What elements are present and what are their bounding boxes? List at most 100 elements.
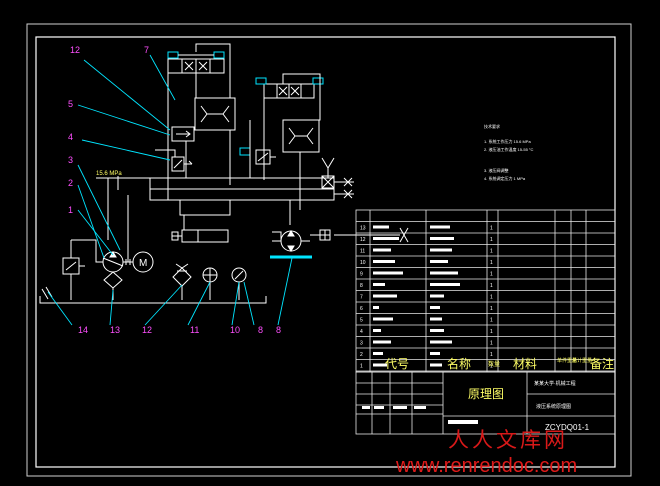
- note-line-2: 2. 液压油工作温度 15-55 °C: [484, 146, 533, 152]
- callout-13: 13: [110, 325, 120, 335]
- row-code-cell: [373, 237, 399, 240]
- throttle-valve-5: [171, 126, 195, 142]
- row-code-cell: [373, 363, 387, 367]
- callout-9: 8: [258, 325, 263, 335]
- row-name-cell: [430, 260, 448, 263]
- watermark-url: www.renrendoc.com: [396, 455, 578, 477]
- notes-title: 技术要求: [484, 123, 500, 129]
- valve-stack-left: [155, 43, 236, 200]
- row-code-cell: [373, 271, 403, 275]
- header-unit-weight: 单件重量: [557, 357, 577, 364]
- row-code-cell: [373, 248, 391, 252]
- header-total-weight: 总计重量: [572, 357, 592, 364]
- callout-7: 7: [144, 45, 149, 55]
- outer-sheet-border: [26, 23, 632, 477]
- hydraulic-cylinder: [171, 229, 229, 243]
- row-number: 4: [360, 329, 363, 335]
- note-line-3: 3. 液压阀调整: [484, 167, 508, 173]
- filter-1: [103, 271, 123, 289]
- row-number: 5: [360, 318, 363, 324]
- header-remark: 备注: [590, 356, 614, 371]
- callout-8: 8: [276, 325, 281, 335]
- row-number: 10: [360, 260, 366, 266]
- header-qty: 数量: [488, 360, 500, 368]
- row-qty: 1: [490, 249, 493, 255]
- table-row: 13 1: [360, 225, 493, 232]
- callout-1: 1: [68, 205, 73, 215]
- row-qty: 1: [490, 352, 493, 358]
- row-code-cell: [373, 352, 383, 355]
- oil-tank: [39, 263, 267, 304]
- hydraulic-lock-right: [282, 119, 320, 153]
- row-qty: 1: [490, 329, 493, 335]
- row-qty: 1: [490, 295, 493, 301]
- row-name-cell: [430, 248, 452, 252]
- row-code-cell: [373, 260, 395, 263]
- parts-list-table: [355, 209, 616, 373]
- note-line-1: 1. 系统工作压力 15.6 MPa: [484, 138, 531, 144]
- technical-notes: 技术要求 1. 系统工作压力 15.6 MPa 2. 液压油工作温度 15-55…: [484, 123, 533, 181]
- title-block: [355, 371, 616, 435]
- callout-10: 10: [230, 325, 240, 335]
- row-number: 1: [360, 364, 363, 370]
- callout-5: 5: [68, 99, 73, 109]
- drawing-title: 原理图: [468, 387, 504, 401]
- row-name-cell: [430, 225, 450, 229]
- row-code-cell: [373, 225, 389, 229]
- row-code-cell: [373, 340, 391, 344]
- row-number: 6: [360, 306, 363, 312]
- row-number: 3: [360, 341, 363, 347]
- callout-4: 4: [68, 132, 73, 142]
- callout-14: 14: [78, 325, 88, 335]
- header-material: 材料: [513, 357, 537, 371]
- note-line-4: 4. 系统调定压力 1 MPa: [484, 175, 526, 181]
- row-number: 13: [360, 226, 366, 232]
- row-code-cell: [373, 306, 379, 309]
- row-qty: 1: [490, 318, 493, 324]
- row-qty: 1: [490, 260, 493, 266]
- table-row: 12 1: [360, 237, 493, 243]
- row-code-cell: [373, 317, 393, 321]
- header-name: 名称: [447, 356, 471, 371]
- row-qty: 1: [490, 226, 493, 232]
- callout-2: 2: [68, 178, 73, 188]
- callout-12: 12: [142, 325, 152, 335]
- row-qty: 1: [490, 272, 493, 278]
- callout-11: 11: [190, 325, 199, 335]
- title-block-redacted-cells: [362, 406, 478, 424]
- row-name-cell: [430, 363, 442, 367]
- row-name-cell: [430, 340, 452, 344]
- row-number: 12: [360, 237, 366, 243]
- row-qty: 1: [490, 364, 493, 370]
- row-qty: 1: [490, 306, 493, 312]
- callout-3: 3: [68, 155, 73, 165]
- parts-list-header: 代号 名称 数量 材料 单件重量 总计重量 备注: [385, 356, 614, 371]
- hydraulic-motor-8: [270, 229, 331, 259]
- row-name-cell: [430, 294, 444, 298]
- pressure-annotation: 15.6 MPa: [96, 171, 122, 177]
- callout-labels: 12 7 5 4 3 2 1 14 13 12 11 10 8 8: [68, 45, 281, 335]
- callout-leaders: [47, 54, 293, 326]
- school-name: 某某大学·机械工程: [534, 380, 576, 387]
- row-qty: 1: [490, 283, 493, 289]
- row-qty: 1: [490, 237, 493, 243]
- row-name-cell: [430, 317, 442, 321]
- row-name-cell: [430, 306, 440, 309]
- hydraulic-lock-6: [194, 97, 236, 131]
- row-name-cell: [430, 237, 454, 240]
- row-name-cell: [430, 283, 460, 286]
- header-code: 代号: [385, 357, 409, 371]
- row-number: 7: [360, 295, 363, 301]
- row-name-cell: [430, 329, 444, 332]
- row-name-cell: [430, 352, 440, 355]
